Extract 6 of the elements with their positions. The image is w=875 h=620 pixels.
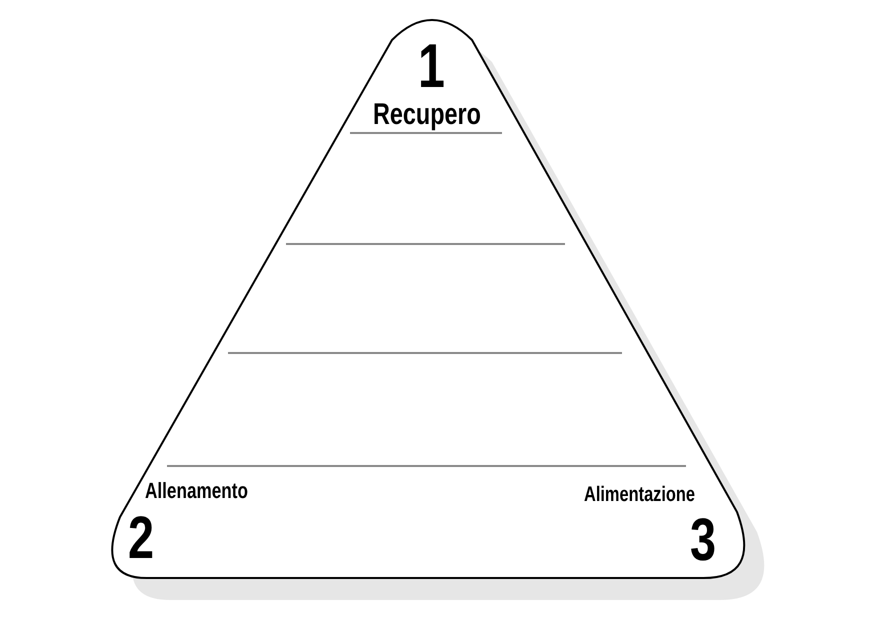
tier-number: 1: [418, 36, 445, 98]
tier-label: Recupero: [373, 100, 481, 130]
tier-number: 3: [690, 510, 716, 570]
tier-label: Allenamento: [145, 480, 248, 502]
tier-number: 2: [128, 508, 154, 568]
tier-label: Alimentazione: [584, 484, 696, 505]
